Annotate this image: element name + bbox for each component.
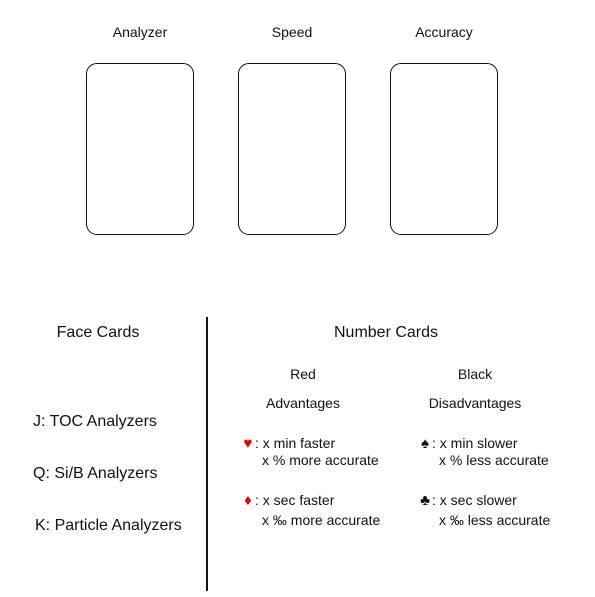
- black-label: Black: [457, 366, 493, 382]
- face-card-king: K: Particle Analyzers: [35, 517, 182, 534]
- disadvantages-label: Disadvantages: [428, 395, 522, 411]
- number-cards-heading: Number Cards: [333, 324, 439, 341]
- card-title-speed: Speed: [271, 24, 313, 40]
- diamonds-line2: x ‰ more accurate: [262, 512, 381, 528]
- face-card-queen: Q: Si/B Analyzers: [33, 465, 158, 482]
- clubs-line1: : x sec slower: [432, 492, 517, 508]
- diamonds-line1: : x sec faster: [255, 492, 335, 508]
- diamonds-entry: ♦: x sec faster x ‰ more accurate: [241, 492, 380, 529]
- card-slot-accuracy[interactable]: [390, 63, 498, 235]
- hearts-entry: ♥: x min faster x % more accurate: [241, 435, 379, 469]
- face-cards-heading: Face Cards: [56, 324, 140, 341]
- card-title-analyzer: Analyzer: [112, 24, 168, 40]
- card-slot-speed[interactable]: [238, 63, 346, 235]
- spades-line2: x % less accurate: [439, 452, 549, 468]
- hearts-line1: : x min faster: [255, 435, 336, 451]
- spade-icon: ♠: [421, 435, 429, 452]
- spades-entry: ♠: x min slower x % less accurate: [418, 435, 549, 469]
- card-title-accuracy: Accuracy: [415, 24, 473, 40]
- spades-line1: : x min slower: [432, 435, 518, 451]
- club-icon: ♣: [420, 492, 430, 509]
- clubs-entry: ♣: x sec slower x ‰ less accurate: [418, 492, 550, 529]
- advantages-label: Advantages: [266, 395, 340, 411]
- section-divider: [206, 317, 208, 591]
- clubs-line2: x ‰ less accurate: [439, 512, 551, 528]
- diamond-icon: ♦: [244, 492, 252, 509]
- heart-icon: ♥: [243, 435, 253, 452]
- card-slot-analyzer[interactable]: [86, 63, 194, 235]
- hearts-line2: x % more accurate: [262, 452, 379, 468]
- face-card-jack: J: TOC Analyzers: [33, 413, 157, 430]
- red-label: Red: [290, 366, 316, 382]
